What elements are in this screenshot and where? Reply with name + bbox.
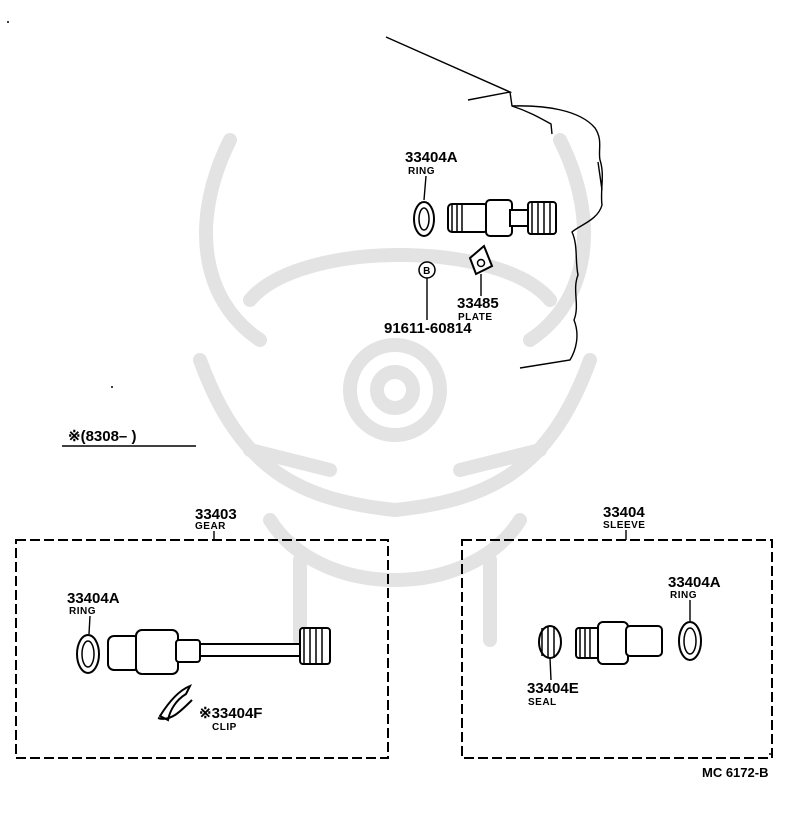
ring-name-sleeve-kit: RING — [670, 590, 697, 601]
sleeve-kit-name: SLEEVE — [603, 520, 645, 531]
seal-name: SEAL — [528, 697, 557, 708]
diagram-code: MC 6172-B — [702, 765, 768, 780]
date-note: ※(8308– ) — [68, 428, 136, 445]
bolt-part-number: 91611-60814 — [384, 320, 472, 337]
ring-gear-kit — [76, 634, 100, 674]
sleeve-kit-box — [461, 539, 773, 759]
seal — [538, 625, 562, 681]
gear-kit-part-number: 33403 — [195, 506, 237, 523]
ring-top — [413, 201, 435, 237]
clip-part-number: ※33404F — [199, 705, 262, 722]
ring-part-number-top: 33404A — [405, 149, 458, 166]
ring-part-number-sleeve-kit: 33404A — [668, 574, 721, 591]
ring-sleeve-kit — [678, 621, 702, 661]
clip-name: CLIP — [212, 722, 237, 733]
seal-part-number: 33404E — [527, 680, 579, 697]
ring-name-top: RING — [408, 166, 435, 177]
plate-name: PLATE — [458, 312, 493, 323]
transmission-housing-outline — [385, 36, 604, 369]
bolt-marker: B — [418, 261, 436, 320]
sleeve-gear-assembly-top — [447, 199, 557, 237]
gear-kit-name: GEAR — [195, 521, 226, 532]
svg-text:B: B — [423, 266, 431, 277]
plate-top — [468, 244, 494, 296]
plate-part-number: 33485 — [457, 295, 499, 312]
clip — [157, 684, 193, 722]
sleeve-kit-part-number: 33404 — [603, 504, 645, 521]
ring-name-gear-kit: RING — [69, 606, 96, 617]
watermark-emblem — [193, 133, 597, 647]
gear-shaft — [107, 627, 331, 675]
gear-kit-box — [15, 539, 389, 759]
sleeve — [575, 621, 663, 665]
ring-part-number-gear-kit: 33404A — [67, 590, 120, 607]
